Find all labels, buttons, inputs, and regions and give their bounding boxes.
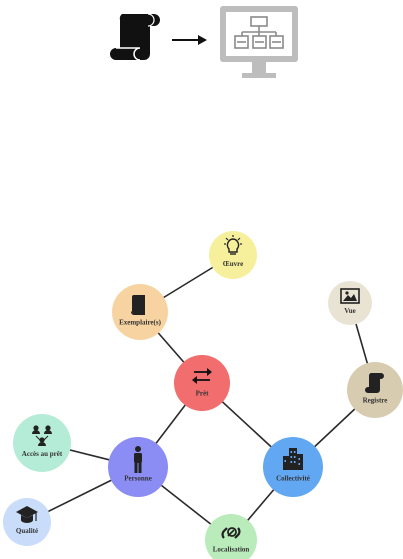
node-pret: Prêt (174, 355, 230, 411)
image-icon (340, 288, 360, 304)
location-link-icon (221, 527, 241, 539)
node-circle-personne (108, 437, 168, 497)
person-icon (134, 446, 142, 473)
scroll-icon (365, 373, 384, 393)
swap-arrows-icon (192, 368, 212, 384)
node-label-registre: Registre (363, 397, 388, 405)
scroll-icon (110, 13, 160, 61)
node-label-pret: Prêt (196, 390, 209, 398)
node-label-vue: Vue (344, 307, 355, 315)
node-circle-pret (174, 355, 230, 411)
node-label-oeuvre: Œuvre (223, 260, 243, 268)
buildings-icon (283, 448, 303, 470)
node-personne: Personne (108, 437, 168, 497)
book-icon (131, 295, 145, 315)
node-collectivite: Collectivité (263, 437, 323, 497)
node-exemplaire: Exemplaire(s) (112, 284, 168, 340)
graduation-cap-icon (16, 506, 38, 523)
node-registre: Registre (347, 362, 403, 418)
node-vue: Vue (328, 281, 372, 325)
people-network-icon (32, 425, 52, 446)
monitor-hierarchy-icon (220, 6, 298, 78)
node-qualite: Qualité (3, 498, 51, 546)
node-acces: Accès au prêt (13, 414, 71, 472)
node-label-qualite: Qualité (16, 527, 38, 535)
right-arrow-icon (172, 35, 207, 45)
node-label-localisation: Localisation (213, 546, 250, 554)
node-label-collectivite: Collectivité (276, 475, 310, 483)
lightbulb-icon (224, 235, 242, 255)
header-illustration (110, 6, 298, 78)
node-circle-oeuvre (209, 231, 257, 279)
node-oeuvre: Œuvre (209, 231, 257, 279)
node-label-acces: Accès au prêt (22, 450, 63, 458)
node-localisation: Localisation (205, 514, 257, 559)
node-label-exemplaire: Exemplaire(s) (119, 319, 162, 327)
node-label-personne: Personne (124, 475, 152, 483)
